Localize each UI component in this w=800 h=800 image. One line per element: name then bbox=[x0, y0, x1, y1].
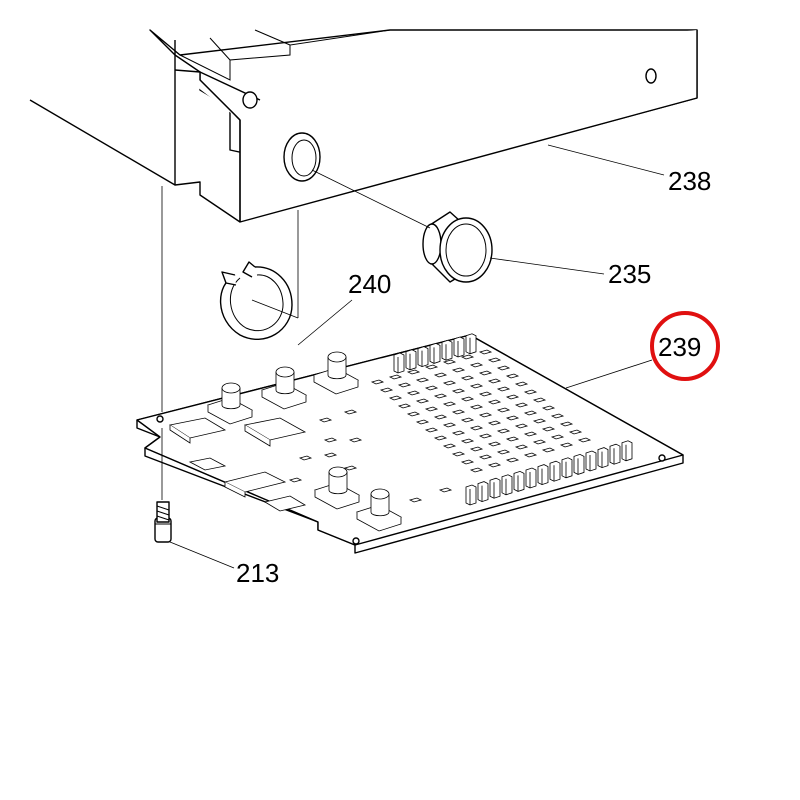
callout-213: 213 bbox=[236, 558, 279, 588]
callout-240: 240 bbox=[348, 269, 391, 299]
board-knob bbox=[260, 366, 308, 410]
callout-238: 238 bbox=[668, 166, 711, 196]
smd-component-grid bbox=[288, 349, 592, 503]
callout-239: 239 bbox=[658, 332, 701, 362]
assembly-lines bbox=[161, 169, 431, 500]
callout-235: 235 bbox=[608, 259, 651, 289]
connector-pin-row-back bbox=[393, 333, 477, 374]
circuit-board-part-239 bbox=[136, 333, 684, 554]
highlight-circle-239 bbox=[650, 311, 720, 381]
connector-pin-row-front bbox=[465, 440, 633, 506]
button-cap-part-235 bbox=[422, 211, 493, 283]
board-knob bbox=[313, 466, 361, 510]
screw-part-213 bbox=[154, 501, 172, 543]
board-knob bbox=[206, 382, 254, 425]
board-knob bbox=[355, 488, 403, 532]
leader-lines bbox=[169, 144, 665, 569]
housing-part-238 bbox=[29, 29, 698, 223]
retaining-ring-part-240 bbox=[219, 261, 293, 340]
board-knob bbox=[312, 351, 360, 395]
